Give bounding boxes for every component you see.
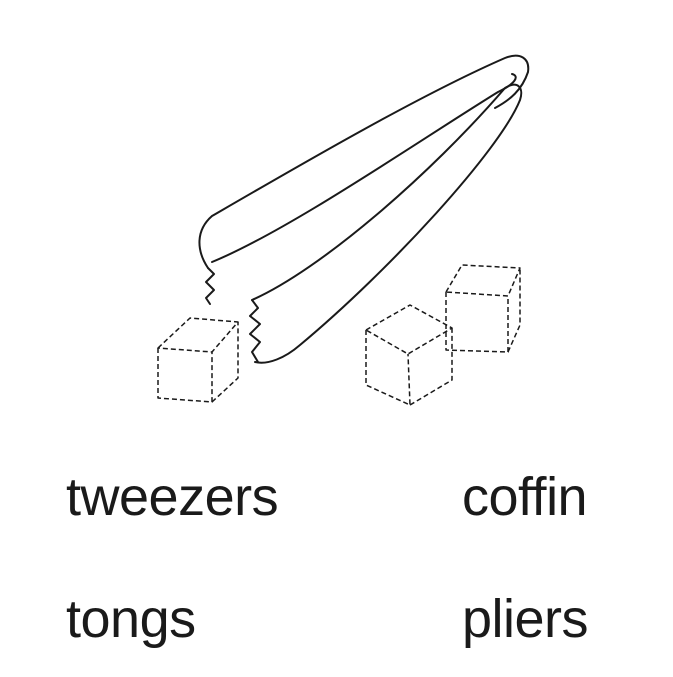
tongs-upper-arm-inner bbox=[211, 73, 517, 263]
tongs-lower-arm bbox=[251, 83, 523, 364]
option-tongs[interactable]: tongs bbox=[66, 589, 196, 649]
option-tweezers[interactable]: tweezers bbox=[66, 467, 279, 527]
tongs-jaw-upper bbox=[205, 267, 215, 305]
ice-cube-middle bbox=[365, 304, 453, 406]
ice-cube-right bbox=[445, 264, 521, 353]
tongs-jaw-lower bbox=[249, 299, 261, 363]
tongs-illustration bbox=[157, 54, 530, 406]
ice-cube-left bbox=[157, 317, 239, 403]
option-pliers[interactable]: pliers bbox=[462, 589, 589, 649]
tongs-and-ice-cubes-icon bbox=[157, 54, 530, 406]
option-coffin[interactable]: coffin bbox=[462, 467, 588, 527]
tongs-upper-arm bbox=[198, 54, 530, 269]
